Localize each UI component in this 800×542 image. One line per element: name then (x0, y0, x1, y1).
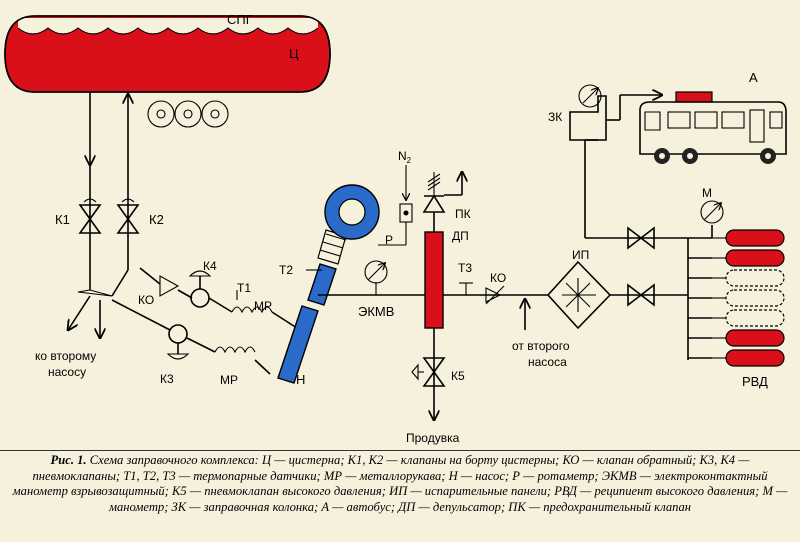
tank-cistern (4, 15, 331, 93)
valve-k2 (116, 198, 140, 234)
refueling-complex-diagram: СПГ Ц К1 К2 ко второму насосу КО (4, 12, 787, 445)
label-ko-left: КО (138, 293, 154, 307)
manometer-m (700, 200, 724, 224)
label-to-second-pump-2: насосу (48, 365, 86, 379)
manometer-ekmv (318, 260, 425, 296)
label-purge: Продувка (406, 431, 460, 445)
valve-k1 (78, 198, 102, 234)
label-k5: К5 (451, 369, 465, 383)
label-n2-sub: 2 (407, 156, 412, 165)
label-n2: N2 (398, 149, 412, 165)
label-dp: ДП (452, 229, 469, 243)
label-k1: К1 (55, 212, 70, 227)
label-from-second-pump-1: от второго (512, 339, 570, 353)
depulsator-dp (424, 231, 444, 329)
bus-a (639, 91, 787, 164)
line-k3 (111, 299, 271, 375)
pump-n (277, 184, 380, 384)
label-pk: ПК (455, 207, 471, 221)
safety-valve-pk (422, 172, 462, 232)
figure-caption: Рис. 1. Схема заправочного комплекса: Ц … (0, 450, 800, 542)
label-spg: СПГ (227, 12, 253, 27)
label-k3: К3 (160, 372, 174, 386)
refueling-column-zk (569, 84, 662, 141)
label-zk: ЗК (548, 110, 562, 124)
label-mr-bottom: МР (220, 373, 238, 387)
label-bus: А (749, 70, 758, 85)
label-rvd: РВД (742, 374, 768, 389)
receivers-rvd (712, 229, 785, 367)
check-valve-ko-left (111, 267, 180, 297)
tank-outlet-pipes (90, 92, 128, 290)
label-ekmv: ЭКМВ (358, 304, 394, 319)
label-pump: Н (296, 372, 305, 387)
label-rotameter: Р (385, 233, 393, 247)
tank-wheels (147, 100, 229, 128)
purge-line-k5 (411, 328, 446, 420)
caption-text: Схема заправочного комплекса: Ц — цистер… (12, 453, 788, 514)
label-t3: Т3 (458, 261, 472, 275)
evaporator-panels-ip (546, 260, 612, 330)
label-k4: К4 (203, 259, 217, 273)
label-t1: Т1 (237, 281, 251, 295)
pipe-to-second-pump (68, 289, 113, 338)
line-k4 (177, 270, 301, 331)
label-ko-right: КО (490, 271, 506, 285)
rotameter-p (378, 165, 413, 246)
line-to-evaporator (443, 282, 548, 330)
label-t2: Т2 (279, 263, 293, 277)
label-from-second-pump-2: насоса (528, 355, 567, 369)
caption-figure-number: Рис. 1. (50, 453, 87, 467)
label-k2: К2 (149, 212, 164, 227)
label-tank: Ц (289, 46, 299, 61)
label-ip: ИП (572, 248, 589, 262)
distribution-network (584, 139, 713, 360)
label-to-second-pump-1: ко второму (35, 349, 96, 363)
label-manometer: М (702, 186, 712, 200)
label-mr-top: МР (254, 299, 272, 313)
